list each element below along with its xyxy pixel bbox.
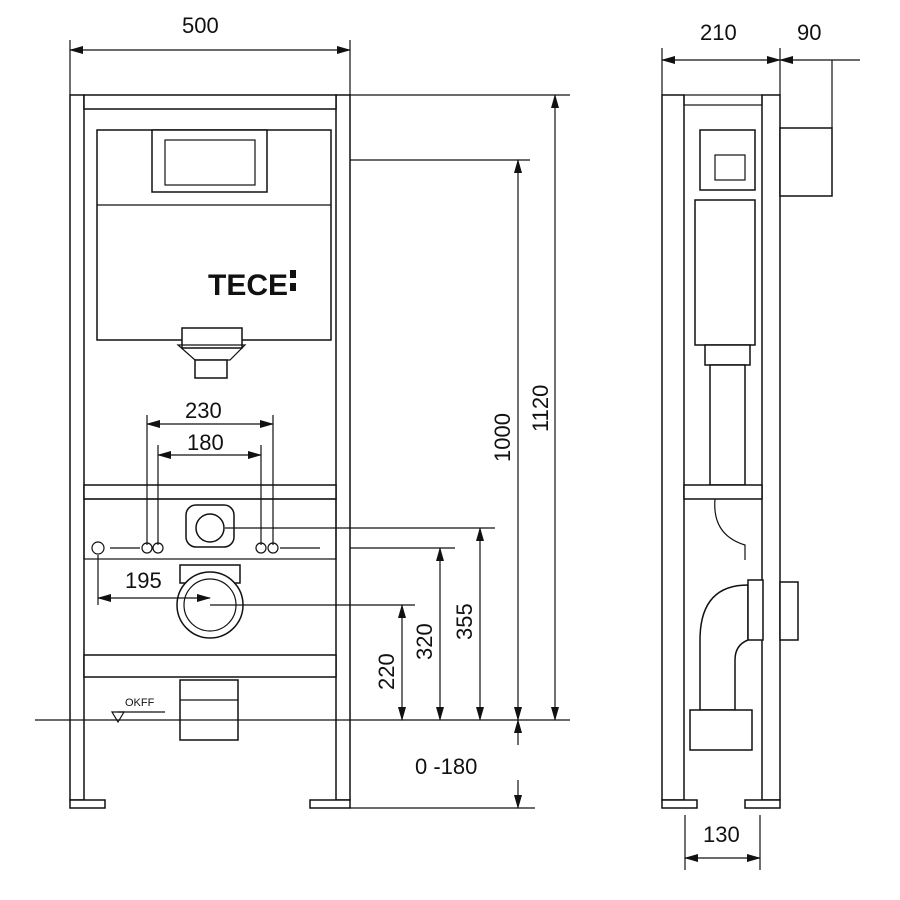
- dim-1120: 1120: [528, 385, 553, 432]
- dim-floor-adjust: 0 -180: [415, 754, 477, 779]
- actuator-opening: [151, 129, 268, 193]
- dim-width: 500: [182, 13, 219, 38]
- left-post: [69, 94, 85, 801]
- dim-230: 230: [185, 398, 222, 423]
- dim-220: 220: [374, 653, 399, 690]
- drain-pipe: [179, 679, 239, 741]
- dim-355: 355: [452, 603, 477, 640]
- dim-195: 195: [125, 568, 162, 593]
- dim-320: 320: [412, 623, 437, 660]
- tece-logo: TECE: [208, 269, 288, 302]
- side-drain-pipe: [689, 709, 753, 751]
- dim-130: 130: [703, 822, 740, 847]
- side-actuator-box: [779, 127, 833, 197]
- floor-label: OKFF: [125, 697, 155, 709]
- dim-180: 180: [187, 430, 224, 455]
- flush-pipe-connection: [195, 513, 225, 543]
- side-dimensions: 210 90 130: [661, 20, 860, 870]
- top-rail: [83, 94, 337, 110]
- front-view: TECE: [69, 94, 351, 809]
- bottom-rail: [83, 654, 337, 678]
- dim-210: 210: [700, 20, 737, 45]
- front-dimensions: 500 1120 1000 355 320 220 0 -180 230 180…: [69, 13, 570, 809]
- side-cistern: [694, 199, 756, 346]
- mid-rail: [83, 484, 337, 500]
- dim-90: 90: [797, 20, 821, 45]
- right-post: [335, 94, 351, 801]
- dim-1000: 1000: [490, 413, 515, 462]
- side-view: [661, 94, 833, 809]
